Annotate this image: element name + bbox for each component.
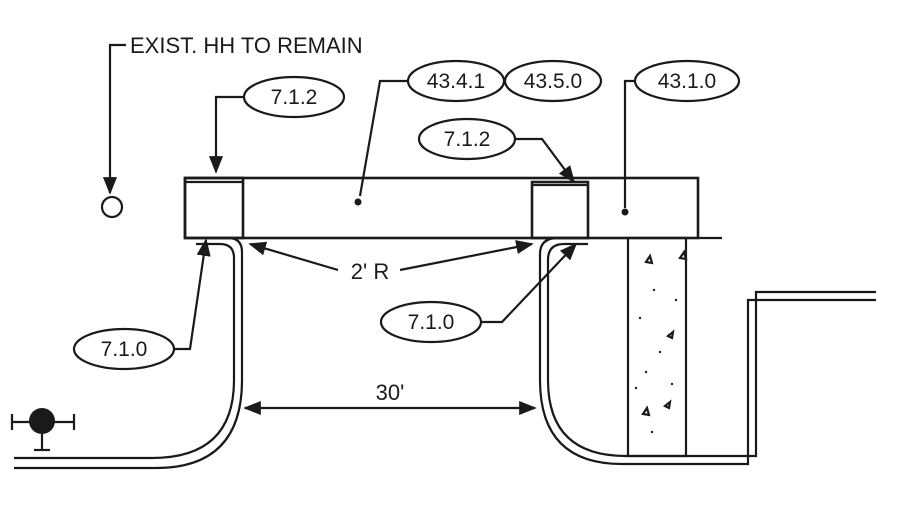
speck bbox=[670, 382, 674, 386]
callout-left-bend: 7.1.0 bbox=[72, 238, 211, 371]
radius-leader-right bbox=[399, 240, 534, 272]
existing-handhole: EXIST. HH TO REMAIN bbox=[100, 33, 363, 219]
right-trench-outer bbox=[538, 236, 876, 466]
callout-bubble bbox=[503, 59, 603, 103]
callout-leader bbox=[174, 238, 211, 351]
exist-hh-note: EXIST. HH TO REMAIN bbox=[130, 33, 363, 58]
pipe-centerline-dot bbox=[354, 198, 362, 206]
right-trench bbox=[538, 236, 876, 466]
callout-pipe-right: 43.1.0 bbox=[623, 59, 741, 208]
speck bbox=[652, 288, 656, 292]
pipe-body bbox=[183, 176, 700, 240]
valve-body bbox=[29, 408, 55, 434]
radius-note: 2' R bbox=[248, 240, 534, 284]
callout-text: 7.1.0 bbox=[101, 338, 148, 361]
speck bbox=[634, 386, 638, 390]
speck bbox=[650, 430, 654, 434]
callout-text: 43.5.0 bbox=[524, 70, 582, 93]
radius-leader-left bbox=[248, 241, 339, 272]
duct-bank bbox=[183, 176, 722, 240]
concrete-stipple bbox=[634, 249, 688, 434]
callout-leader bbox=[481, 242, 578, 324]
callout-leader bbox=[515, 137, 576, 184]
aggregate-marks bbox=[641, 249, 688, 417]
right-trench-inner bbox=[546, 242, 876, 458]
callout-text: 43.1.0 bbox=[658, 70, 716, 93]
handhole-leader bbox=[102, 43, 126, 195]
callout-right-sleeve-top: 7.1.2 bbox=[417, 117, 576, 184]
left-sleeve bbox=[183, 176, 245, 240]
right-sleeve bbox=[530, 180, 590, 240]
left-trench-inner bbox=[14, 242, 236, 460]
left-trench-outer bbox=[14, 236, 244, 470]
callout-leader bbox=[358, 79, 408, 197]
speck bbox=[674, 298, 678, 302]
span-dimension: 30' bbox=[243, 380, 537, 416]
concrete-fill bbox=[626, 236, 688, 458]
callout-leader bbox=[623, 79, 635, 208]
right-pipe-dot bbox=[621, 208, 629, 216]
callout-pipe-a: 43.4.1 bbox=[358, 59, 506, 197]
callout-left-sleeve-top: 7.1.2 bbox=[208, 75, 346, 174]
left-trench bbox=[14, 236, 244, 470]
concrete-column bbox=[626, 236, 688, 458]
valve-symbol bbox=[10, 408, 76, 452]
callout-text: 7.1.0 bbox=[408, 311, 455, 334]
callout-pipe-b: 43.5.0 bbox=[503, 59, 603, 103]
handhole-symbol bbox=[100, 195, 124, 219]
callout-text: 7.1.2 bbox=[444, 128, 491, 151]
callout-right-bend: 7.1.0 bbox=[379, 242, 578, 344]
speck bbox=[638, 316, 642, 320]
callout-text: 7.1.2 bbox=[271, 86, 318, 109]
radius-label: 2' R bbox=[351, 259, 389, 284]
span-label: 30' bbox=[376, 380, 405, 405]
callout-leader bbox=[208, 95, 244, 174]
callout-text: 43.4.1 bbox=[427, 70, 485, 93]
speck bbox=[644, 370, 648, 374]
speck bbox=[658, 350, 662, 354]
